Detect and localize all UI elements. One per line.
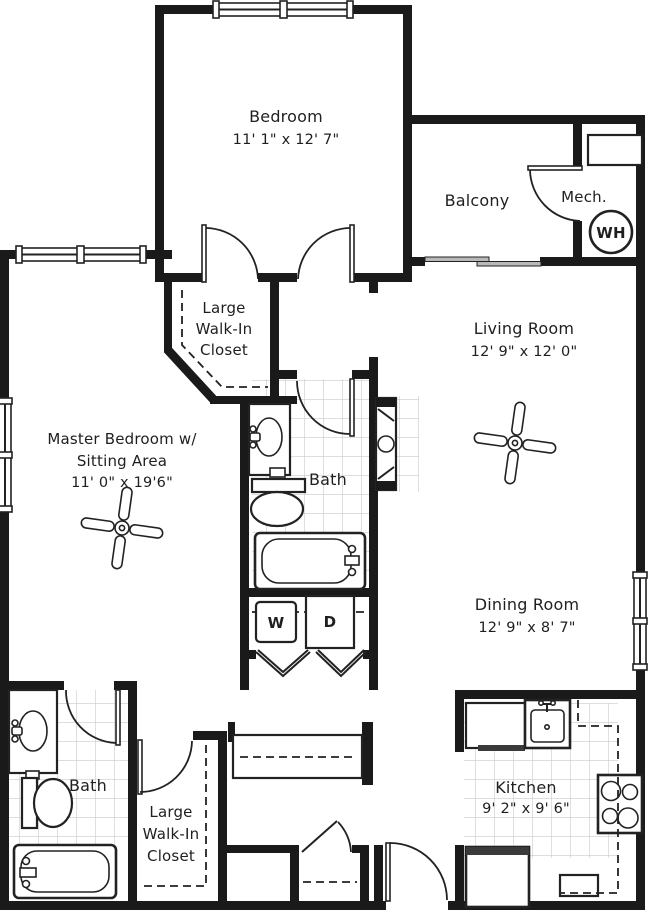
bath-second-label: Bath [69,776,107,795]
bedroom-label: Bedroom [249,107,323,126]
hall-closet [231,733,364,780]
toilet-icon [20,770,74,830]
faucet-icon [11,719,23,743]
mech-door [527,165,583,222]
mech-label: Mech. [561,188,607,206]
burner [617,807,639,829]
washer-label: W [268,614,285,632]
closet-top-door [201,224,259,283]
room-labels: Bedroom 11' 1" x 12' 7" Balcony Mech. WH… [47,107,625,865]
mech-fixtures [586,133,644,255]
kitchen-fixtures [464,698,644,909]
ceiling-fan-icon [80,486,164,570]
bath-second-fixtures [7,688,118,900]
master-bedroom-window [15,245,147,264]
dryer-label: D [324,613,337,631]
kitchen-dims: 9' 2" x 9' 6" [482,801,570,817]
closet-top-label-2: Walk-In [196,320,253,338]
closet-top-label-1: Large [202,299,245,317]
bath-main-door [296,378,355,437]
doors [65,165,583,902]
kitchen-island-cabinet [558,873,600,898]
bathtub-icon [253,531,367,591]
hvac-unit-icon [586,133,644,167]
living-room-dims: 12' 9" x 12' 0" [471,344,578,360]
living-room-label: Living Room [474,319,574,338]
closet-bottom-shelf [140,745,207,887]
water-heater-label: WH [596,224,626,242]
bath-second-door [65,689,121,746]
walls [0,5,645,910]
closet-bottom-door [137,739,193,795]
dining-room-dims: 12' 9" x 8' 7" [478,620,575,636]
balcony-sliding-door [424,256,542,267]
master-side-window [0,397,13,513]
dining-room-label: Dining Room [475,595,580,614]
bath-main-fixtures [247,402,367,591]
dryer-icon [304,594,356,650]
refrigerator-icon [464,845,531,909]
entry-door [385,842,448,902]
ceiling-fan-icon [473,401,557,485]
toilet-flush-valve [269,467,286,478]
burner [601,807,619,825]
dining-window [632,571,648,671]
water-heater-icon [588,209,634,255]
closet-bottom-label-3: Closet [147,847,195,865]
windows [0,0,648,671]
sink-icon [18,710,48,752]
fireplace-icon [374,396,398,492]
entry-closet-door [301,820,352,853]
bath-main-label: Bath [309,470,347,489]
bedroom-dims: 11' 1" x 12' 7" [233,132,340,148]
balcony-label: Balcony [445,191,510,210]
master-bedroom-label-1: Master Bedroom w/ [47,430,197,448]
range-icon [596,773,644,835]
laundry-fixtures [252,594,367,678]
fireplace-hearth-tile [395,396,419,492]
master-bedroom-label-2: Sitting Area [77,452,167,470]
bedroom-window [212,0,354,19]
burner [621,783,639,801]
bedroom-door [297,224,355,283]
burner [600,780,622,802]
master-bedroom-dims: 11' 0" x 19'6" [71,475,173,491]
closet-top-label-3: Closet [200,341,248,359]
closet-bottom-label-1: Large [149,803,192,821]
closet-shelving [140,290,357,887]
closet-top-shelf [181,290,268,388]
bifold-doors [255,649,367,678]
kitchen-counter [464,701,527,750]
faucet-icon [249,425,261,449]
toilet-icon [249,477,307,528]
kitchen-label: Kitchen [495,778,557,797]
closet-bottom-label-2: Walk-In [143,825,200,843]
washer-icon [254,600,298,644]
dishwasher-front [478,745,525,751]
upper-cabinets-outline [560,700,619,894]
bathtub-icon [12,843,118,900]
kitchen-sink-icon [523,698,572,750]
